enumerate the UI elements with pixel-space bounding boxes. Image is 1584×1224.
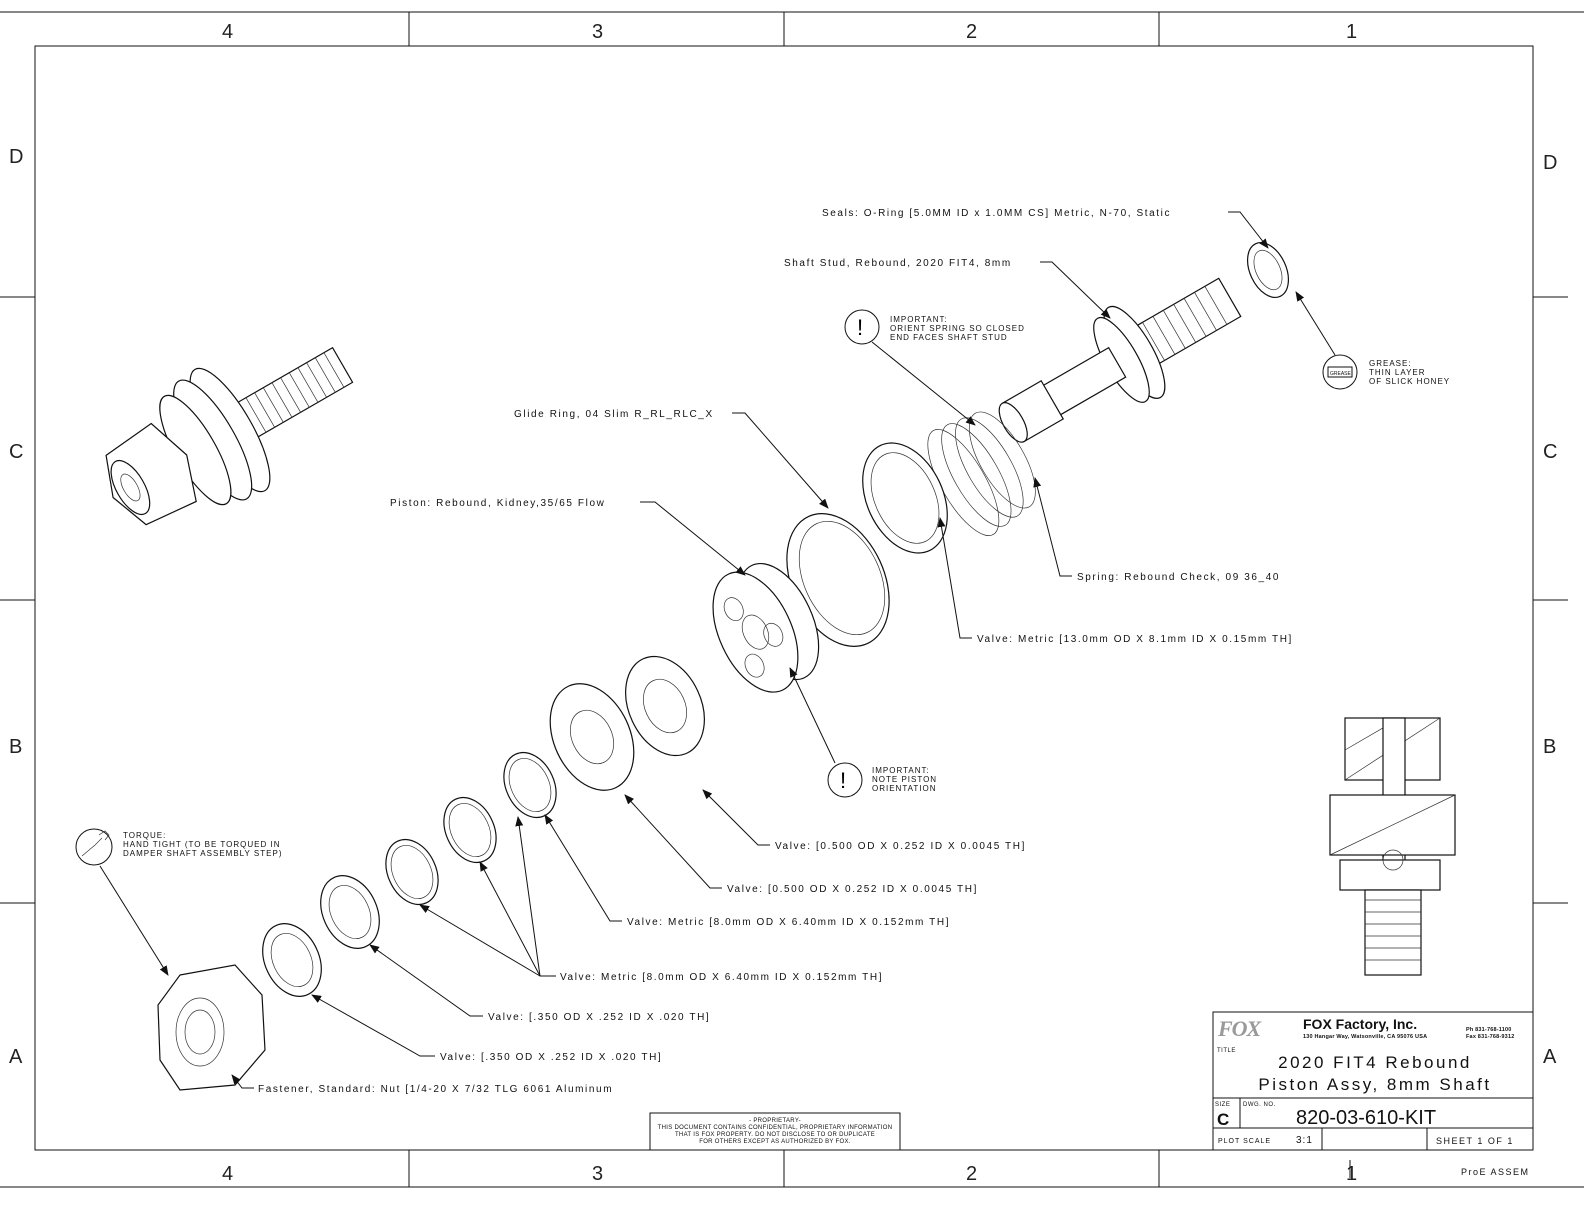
zone-col-3: 3 [592,21,603,43]
spring-part [927,411,1036,536]
callout-valve-8mm-a: Valve: Metric [8.0mm OD X 6.40mm ID X 0.… [627,917,950,928]
callout-valve-350-b: Valve: [.350 OD X .252 ID X .020 TH] [440,1052,662,1063]
callout-piston: Piston: Rebound, Kidney,35/65 Flow [390,498,605,509]
sheet-number: SHEET 1 OF 1 [1436,1136,1514,1146]
zone-col-4-bottom: 4 [222,1163,233,1185]
note-line: OF SLICK HONEY [1369,377,1450,386]
title-block: FOX FOX Factory, Inc. 130 Hangar Way, Wa… [1212,1011,1534,1178]
callout-valve-350-a: Valve: [.350 OD X .252 ID X .020 TH] [488,1012,710,1023]
company-fax: Fax 831-768-9312 [1466,1034,1514,1040]
title-label: TITLE [1217,1048,1236,1054]
drawing-title-line1: 2020 FIT4 Rebound [1278,1053,1472,1072]
zone-row-c-right: C [1543,441,1557,463]
assembled-part-view [105,346,354,526]
exclamation-icon: ! [857,315,863,340]
zone-col-1-bottom: 1 [1346,1163,1357,1185]
note-line: ORIENTATION [872,784,936,793]
note-line: END FACES SHAFT STUD [890,333,1008,342]
proprietary-line: - PROPRIETARY- [749,1118,801,1124]
piston [712,562,820,693]
dwg-no-label: DWG. NO. [1243,1102,1276,1108]
zone-col-3-bottom: 3 [592,1163,603,1185]
plot-scale: 3:1 [1296,1135,1313,1146]
grease-icon-label: GREASE [1330,371,1352,377]
nut-fastener [157,964,266,1091]
fox-logo: FOX [1217,1016,1263,1041]
note-line: DAMPER SHAFT ASSEMBLY STEP) [123,849,282,858]
valve-500-a [625,655,705,757]
proprietary-line: THAT IS FOX PROPERTY. DO NOT DISCLOSE TO… [675,1132,875,1138]
valve-8mm-2 [443,796,497,864]
note-line: GREASE: [1369,359,1412,368]
callouts: Seals: O-Ring [5.0MM ID x 1.0MM CS] Metr… [231,208,1293,1095]
company-phone: Ph 831-768-1100 [1466,1027,1512,1033]
zone-row-b-right: B [1543,736,1556,758]
washer-parts [157,242,1290,1091]
zone-row-b: B [9,736,22,758]
zone-row-a-right: A [1543,1046,1557,1068]
callout-glide-ring: Glide Ring, 04 Slim R_RL_RLC_X [514,409,714,420]
valve-350-b [262,923,322,997]
note-line: THIN LAYER [1369,368,1426,377]
zone-row-d: D [9,146,23,168]
wrench-hand-icon [75,828,113,866]
zone-labels: 4 3 2 1 4 3 2 1 D C B A D C B A [9,21,1557,1185]
o-ring-seal [1246,242,1290,298]
drawing-number: 820-03-610-KIT [1296,1107,1436,1129]
plot-scale-label: PLOT SCALE [1218,1138,1271,1145]
valve-350-a [320,875,380,949]
zone-col-1: 1 [1346,21,1357,43]
warning-icon [844,309,880,345]
drawing-size: C [1217,1110,1229,1129]
shaft-stud-part [998,277,1242,443]
warning-icon [827,762,863,798]
callout-shaft-stud: Shaft Stud, Rebound, 2020 FIT4, 8mm [784,258,1012,269]
zone-col-4: 4 [222,21,233,43]
note-torque: TORQUE: HAND TIGHT (TO BE TORQUED IN DAM… [75,828,282,976]
exclamation-icon: ! [840,768,846,793]
valve-8mm-1 [503,751,557,819]
proprietary-line: THIS DOCUMENT CONTAINS CONFIDENTIAL, PRO… [658,1125,893,1131]
zone-col-2-bottom: 2 [966,1163,977,1185]
zone-col-2: 2 [966,21,977,43]
company-name: FOX Factory, Inc. [1303,1016,1417,1032]
zone-row-d-right: D [1543,152,1557,174]
model-type: ProE ASSEM [1461,1167,1530,1177]
note-piston-orientation: ! IMPORTANT: NOTE PISTON ORIENTATION [789,667,937,798]
callout-valve-500-a: Valve: [0.500 OD X 0.252 ID X 0.0045 TH] [775,841,1026,852]
valve-500-b [549,683,635,791]
note-spring-orientation: ! IMPORTANT: ORIENT SPRING SO CLOSED END… [844,309,1025,426]
zone-row-c: C [9,441,23,463]
zone-row-a: A [9,1046,23,1068]
callout-spring: Spring: Rebound Check, 09 36_40 [1077,572,1280,583]
callout-fastener: Fastener, Standard: Nut [1/4-20 X 7/32 T… [258,1084,613,1095]
valve-13mm [862,442,948,554]
proprietary-line: FOR OTHERS EXCEPT AS AUTHORIZED BY FOX. [699,1139,851,1145]
note-line: IMPORTANT: [872,766,930,775]
note-line: NOTE PISTON [872,775,937,784]
note-line: HAND TIGHT (TO BE TORQUED IN [123,840,281,849]
callout-valve-8mm-b: Valve: Metric [8.0mm OD X 6.40mm ID X 0.… [560,972,883,983]
note-line: ORIENT SPRING SO CLOSED [890,324,1025,333]
drawing-title-line2: Piston Assy, 8mm Shaft [1258,1075,1491,1094]
note-line: IMPORTANT: [890,315,948,324]
section-view [1329,717,1456,976]
size-label: SIZE [1215,1102,1230,1108]
note-grease: GREASE GREASE: THIN LAYER OF SLICK HONEY [1295,291,1450,390]
note-line: TORQUE: [123,831,166,840]
valve-8mm-3 [385,838,439,906]
proprietary-notice: - PROPRIETARY- THIS DOCUMENT CONTAINS CO… [649,1112,901,1151]
callout-seals: Seals: O-Ring [5.0MM ID x 1.0MM CS] Metr… [822,208,1171,219]
callout-valve-500-b: Valve: [0.500 OD X 0.252 ID X 0.0045 TH] [727,884,978,895]
callout-valve-13mm: Valve: Metric [13.0mm OD X 8.1mm ID X 0.… [977,634,1293,645]
company-address: 130 Hangar Way, Watsonville, CA 95076 US… [1303,1034,1427,1040]
grease-icon [1322,354,1358,390]
